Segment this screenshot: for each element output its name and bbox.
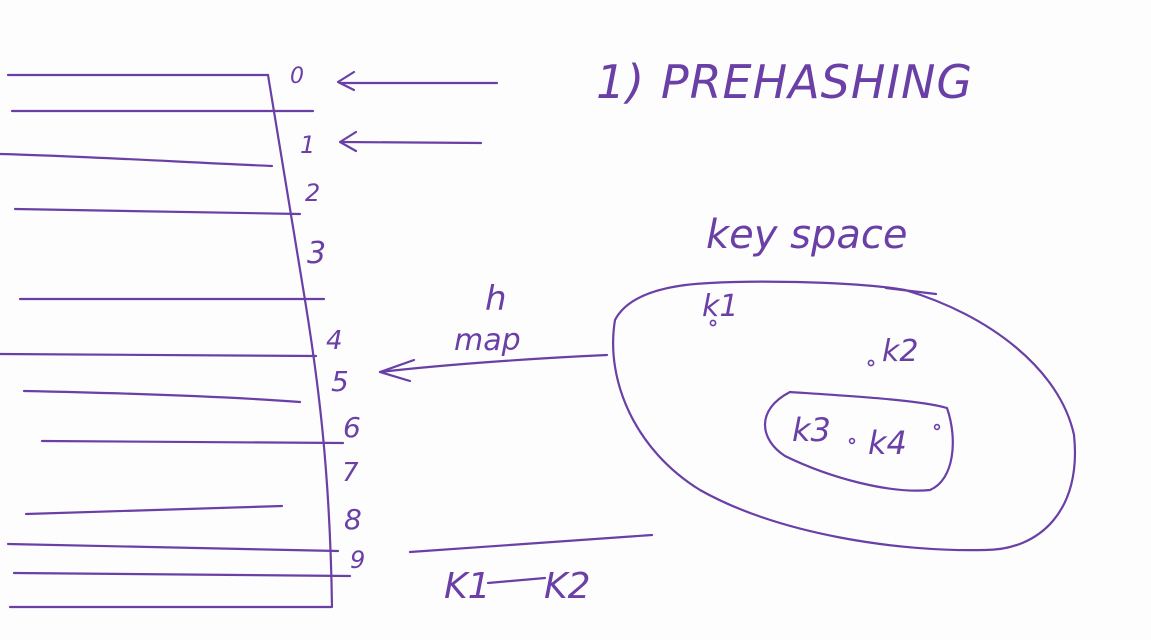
- collision-right-key: K2: [544, 566, 591, 607]
- key-space-region: [612, 280, 1077, 552]
- table-row: [0, 152, 274, 168]
- svg-text:k1: k1: [702, 289, 738, 324]
- collision-region: [763, 390, 954, 492]
- collision-dash: [486, 576, 547, 585]
- hash-table-border: [8, 73, 334, 609]
- slot-index: 9: [350, 546, 365, 574]
- table-row: [24, 504, 284, 516]
- slot-index: 4: [326, 326, 343, 356]
- svg-text:k3: k3: [792, 411, 831, 449]
- slot-index: 1: [300, 131, 315, 159]
- slot-indices: 0 1 2 3 4 5 6 7 8 9: [290, 64, 365, 574]
- slot-0-arrow: [336, 70, 499, 92]
- table-row: [12, 571, 352, 578]
- slot-index: 2: [305, 179, 320, 207]
- slot-1-arrow: [338, 130, 483, 153]
- hash-map-label: map: [454, 323, 521, 358]
- collision-underline: [408, 533, 654, 554]
- slot-index: 0: [290, 64, 304, 89]
- key-space-label: key space: [706, 212, 908, 258]
- slot-index: 6: [343, 411, 361, 444]
- key-k4: k4: [868, 423, 941, 462]
- table-row: [0, 352, 318, 358]
- key-space-region-tail: [884, 286, 938, 296]
- key-k3: k3: [792, 411, 856, 449]
- table-row: [22, 389, 302, 404]
- hash-map-arrow: [378, 353, 609, 383]
- svg-text:k2: k2: [882, 334, 918, 369]
- key-k1: k1: [702, 289, 738, 327]
- collision-note: K1 K2: [444, 566, 591, 607]
- svg-text:k4: k4: [868, 424, 907, 462]
- hash-table-rows: [0, 73, 352, 578]
- slot-index: 8: [344, 503, 362, 536]
- hash-function-label: h: [485, 279, 507, 319]
- table-row: [40, 439, 345, 445]
- slot-index: 3: [307, 236, 326, 271]
- collision-left-key: K1: [444, 566, 491, 607]
- page-title: 1) PREHASHING: [596, 55, 973, 109]
- table-row: [13, 207, 302, 216]
- slot-index: 7: [342, 458, 359, 488]
- key-k2: k2: [867, 334, 918, 369]
- slot-index: 5: [331, 365, 349, 398]
- table-row: [6, 542, 340, 553]
